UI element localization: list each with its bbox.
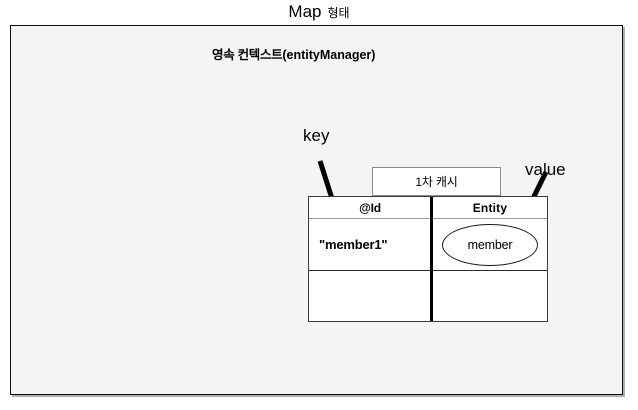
first-level-cache-table: @Id Entity "member1" member xyxy=(308,196,548,322)
persistence-context-heading-ko: 영속 컨텍스트 xyxy=(212,48,283,62)
callout-label-value: value xyxy=(525,160,566,179)
table-header-label-id: @Id xyxy=(359,200,381,215)
table-cell-key xyxy=(309,271,431,321)
table-row xyxy=(309,271,547,321)
table-header-cell-id: @Id xyxy=(309,197,431,218)
page-title-main: Map xyxy=(288,2,322,21)
table-header-cell-entity: Entity xyxy=(431,197,549,218)
table-row: "member1" member xyxy=(309,219,547,271)
callout-label-key: key xyxy=(303,126,330,145)
table-cell-value: member xyxy=(431,219,549,270)
table-header-label-entity: Entity xyxy=(472,200,508,215)
table-column-divider xyxy=(430,197,433,321)
first-level-cache-box: 1차 캐시 xyxy=(372,167,501,196)
first-level-cache-label: 1차 캐시 xyxy=(415,175,458,189)
table-cell-value xyxy=(431,271,549,321)
entity-ellipse: member xyxy=(442,223,538,266)
entity-ellipse-label: member xyxy=(467,237,513,252)
persistence-context-heading: 영속 컨텍스트(entityManager) xyxy=(212,47,375,63)
persistence-context-heading-en: (entityManager) xyxy=(282,48,376,62)
table-header-row: @Id Entity xyxy=(309,197,547,219)
page-title-sub: 형태 xyxy=(327,6,350,20)
page-title: Map 형태 xyxy=(0,2,638,24)
table-cell-key: "member1" xyxy=(319,237,388,252)
